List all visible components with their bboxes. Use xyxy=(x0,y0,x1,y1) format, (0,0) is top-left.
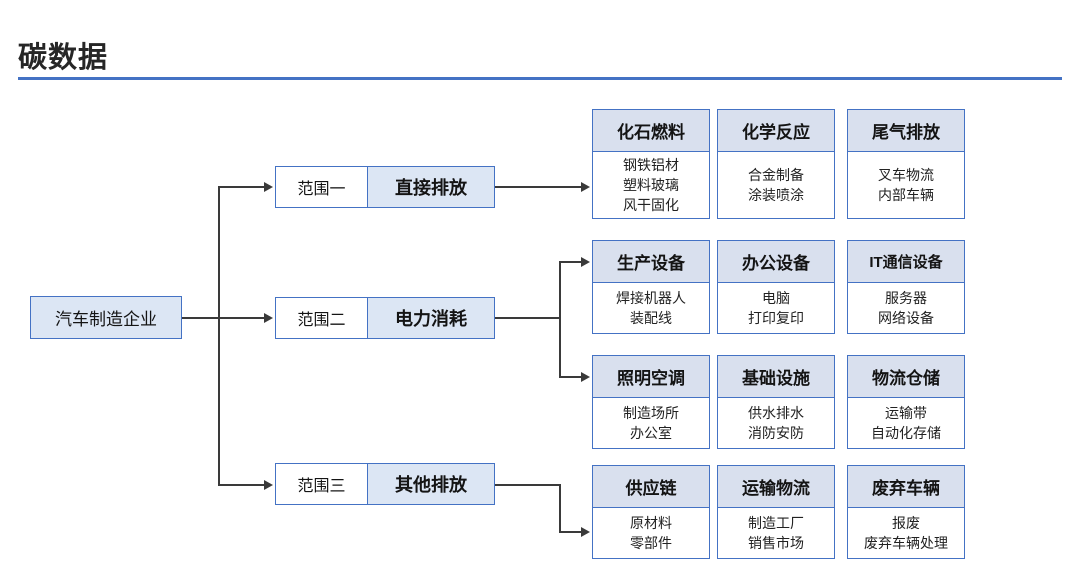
card-title: 化学反应 xyxy=(718,110,834,152)
card-title: 供应链 xyxy=(593,466,709,508)
scope-one-to-row-line xyxy=(495,186,583,188)
scope-two-title: 电力消耗 xyxy=(368,298,494,338)
page-title: 碳数据 xyxy=(18,42,109,74)
card-body: 叉车物流 内部车辆 xyxy=(848,152,964,218)
root-node-label: 汽车制造企业 xyxy=(55,310,157,329)
card-fossil-fuel[interactable]: 化石燃料 钢铁铝材 塑料玻璃 风干固化 xyxy=(592,109,710,219)
card-item: 网络设备 xyxy=(878,309,934,326)
arrow-scope-two xyxy=(264,313,273,323)
scope-one-to-row-arrow xyxy=(581,182,590,192)
card-title: 化石燃料 xyxy=(593,110,709,152)
card-item: 制造场所 xyxy=(623,404,679,421)
card-item: 运输带 xyxy=(885,404,927,421)
card-logistics-warehousing[interactable]: 物流仓储 运输带 自动化存储 xyxy=(847,355,965,449)
root-stem-line xyxy=(182,317,220,319)
root-branch-scope-one xyxy=(218,186,266,188)
card-production-equipment[interactable]: 生产设备 焊接机器人 装配线 xyxy=(592,240,710,334)
card-chemical-reaction[interactable]: 化学反应 合金制备 涂装喷涂 xyxy=(717,109,835,219)
card-item: 销售市场 xyxy=(748,534,804,551)
card-item: 风干固化 xyxy=(623,196,679,213)
card-title: 生产设备 xyxy=(593,241,709,283)
card-body: 运输带 自动化存储 xyxy=(848,398,964,448)
card-item: 钢铁铝材 xyxy=(623,156,679,173)
root-node-enterprise[interactable]: 汽车制造企业 xyxy=(30,296,182,339)
scope-three-label: 范围三 xyxy=(276,464,368,504)
scope-two-stem-line xyxy=(495,317,560,319)
root-branch-scope-three xyxy=(218,484,266,486)
scope-two-label: 范围二 xyxy=(276,298,368,338)
root-bus-line xyxy=(218,186,220,484)
card-item: 装配线 xyxy=(630,309,672,326)
title-divider xyxy=(18,77,1062,80)
card-title: 废弃车辆 xyxy=(848,466,964,508)
scope-three-drop-line xyxy=(559,484,561,532)
card-body: 报废 废弃车辆处理 xyxy=(848,508,964,558)
scope-three-arrow xyxy=(581,527,590,537)
card-body: 钢铁铝材 塑料玻璃 风干固化 xyxy=(593,152,709,218)
card-item: 涂装喷涂 xyxy=(748,186,804,203)
card-item: 废弃车辆处理 xyxy=(864,534,948,551)
card-item: 打印复印 xyxy=(748,309,804,326)
card-body: 供水排水 消防安防 xyxy=(718,398,834,448)
card-infrastructure[interactable]: 基础设施 供水排水 消防安防 xyxy=(717,355,835,449)
card-item: 服务器 xyxy=(885,289,927,306)
card-item: 自动化存储 xyxy=(871,424,941,441)
card-body: 原材料 零部件 xyxy=(593,508,709,558)
card-item: 制造工厂 xyxy=(748,514,804,531)
card-item: 供水排水 xyxy=(748,404,804,421)
scope-row-one[interactable]: 范围一 直接排放 xyxy=(275,166,495,208)
card-scrapped-vehicles[interactable]: 废弃车辆 报废 废弃车辆处理 xyxy=(847,465,965,559)
card-item: 电脑 xyxy=(762,289,790,306)
card-title: 照明空调 xyxy=(593,356,709,398)
scope-two-branch-lower xyxy=(559,376,583,378)
scope-two-arrow-lower xyxy=(581,372,590,382)
card-item: 合金制备 xyxy=(748,166,804,183)
scope-one-label: 范围一 xyxy=(276,167,368,207)
scope-row-two[interactable]: 范围二 电力消耗 xyxy=(275,297,495,339)
arrow-scope-one xyxy=(264,182,273,192)
scope-three-title: 其他排放 xyxy=(368,464,494,504)
card-body: 制造工厂 销售市场 xyxy=(718,508,834,558)
card-item: 办公室 xyxy=(630,424,672,441)
arrow-scope-three xyxy=(264,480,273,490)
card-title: IT通信设备 xyxy=(848,241,964,283)
scope-one-title: 直接排放 xyxy=(368,167,494,207)
card-body: 焊接机器人 装配线 xyxy=(593,283,709,333)
card-title: 物流仓储 xyxy=(848,356,964,398)
card-title: 基础设施 xyxy=(718,356,834,398)
scope-two-arrow-upper xyxy=(581,257,590,267)
scope-three-branch-line xyxy=(559,531,583,533)
card-item: 消防安防 xyxy=(748,424,804,441)
card-exhaust-emission[interactable]: 尾气排放 叉车物流 内部车辆 xyxy=(847,109,965,219)
card-body: 合金制备 涂装喷涂 xyxy=(718,152,834,218)
card-item: 叉车物流 xyxy=(878,166,934,183)
card-item: 原材料 xyxy=(630,514,672,531)
scope-three-stem-line xyxy=(495,484,560,486)
card-item: 零部件 xyxy=(630,534,672,551)
scope-row-three[interactable]: 范围三 其他排放 xyxy=(275,463,495,505)
card-lighting-hvac[interactable]: 照明空调 制造场所 办公室 xyxy=(592,355,710,449)
card-office-equipment[interactable]: 办公设备 电脑 打印复印 xyxy=(717,240,835,334)
card-item: 内部车辆 xyxy=(878,186,934,203)
card-item: 焊接机器人 xyxy=(616,289,686,306)
root-branch-scope-two xyxy=(218,317,266,319)
scope-two-bus-line xyxy=(559,261,561,377)
card-title: 尾气排放 xyxy=(848,110,964,152)
scope-two-branch-upper xyxy=(559,261,583,263)
card-body: 电脑 打印复印 xyxy=(718,283,834,333)
card-it-communication-equipment[interactable]: IT通信设备 服务器 网络设备 xyxy=(847,240,965,334)
card-item: 报废 xyxy=(892,514,920,531)
card-item: 塑料玻璃 xyxy=(623,176,679,193)
card-title: 办公设备 xyxy=(718,241,834,283)
card-body: 服务器 网络设备 xyxy=(848,283,964,333)
card-body: 制造场所 办公室 xyxy=(593,398,709,448)
card-supply-chain[interactable]: 供应链 原材料 零部件 xyxy=(592,465,710,559)
card-title: 运输物流 xyxy=(718,466,834,508)
card-transport-logistics[interactable]: 运输物流 制造工厂 销售市场 xyxy=(717,465,835,559)
